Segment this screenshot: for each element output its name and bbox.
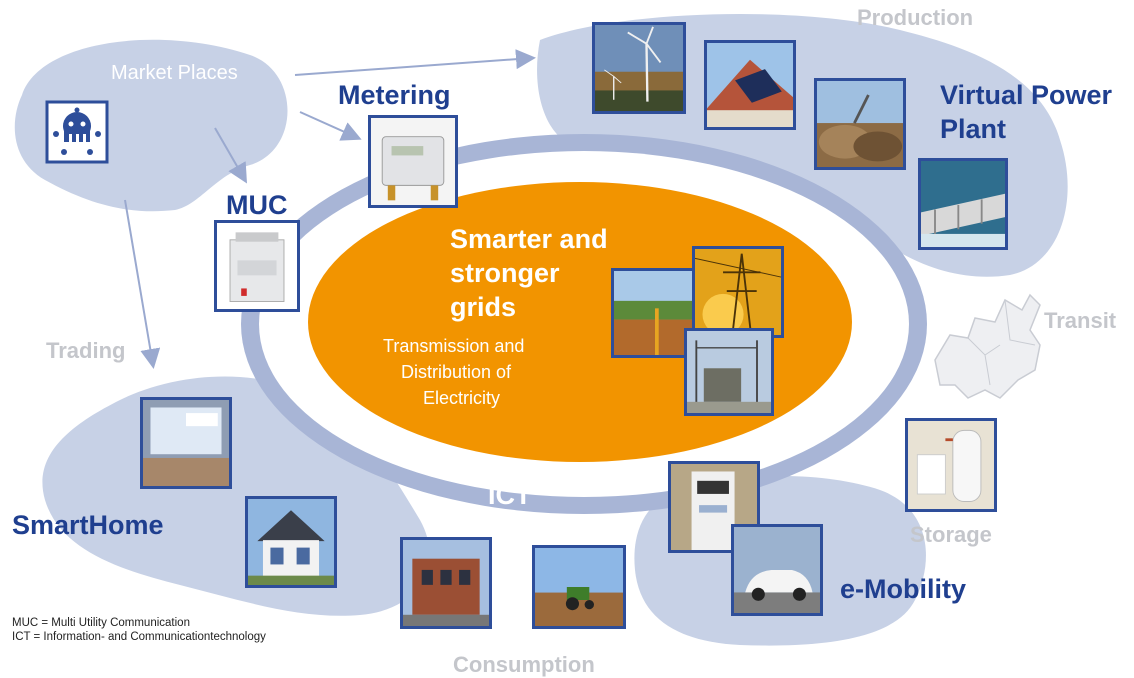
- arrow-to-muc: [214, 127, 247, 184]
- market-places-blob: [14, 39, 288, 212]
- muc-label: MUC: [226, 190, 288, 220]
- storage-label: Storage: [910, 522, 992, 547]
- center-title-1: Smarter and: [450, 224, 608, 254]
- europe-map-icon: [934, 293, 1041, 399]
- charging-station-image: [668, 461, 760, 553]
- center-sub-3: Electricity: [423, 388, 501, 408]
- electric-car-image: [731, 524, 823, 616]
- power-lines-image: [692, 246, 784, 338]
- arrow-to-production: [294, 49, 536, 76]
- center-sub-1: Transmission and: [383, 336, 525, 356]
- legend-ict: ICT = Information- and Communicationtech…: [12, 631, 266, 643]
- wind-turbine-image: [592, 22, 686, 114]
- ict-label: ICT: [488, 480, 532, 510]
- market-places-label: Market Places: [111, 62, 238, 84]
- center-sub-2: Distribution of: [401, 362, 512, 382]
- transit-label: Transit: [1044, 308, 1117, 333]
- metering-label: Metering: [338, 80, 451, 110]
- consumption-label: Consumption: [453, 652, 595, 677]
- solar-roof-image: [704, 40, 796, 130]
- tractor-field-image: [532, 545, 626, 629]
- legend-muc: MUC = Multi Utility Communication: [12, 617, 190, 629]
- emobility-label: e-Mobility: [840, 574, 966, 604]
- virtual-power-plant-label-2: Plant: [940, 114, 1007, 144]
- smarthome-label: SmartHome: [12, 510, 164, 540]
- legend: MUC = Multi Utility Communication ICT = …: [12, 616, 266, 644]
- storage-boiler-image: [905, 418, 997, 512]
- muc-device-image: [214, 220, 300, 312]
- production-label: Production: [857, 5, 974, 30]
- trading-label: Trading: [46, 338, 126, 363]
- house-image: [245, 496, 337, 588]
- arrow-to-metering: [299, 111, 362, 141]
- field-image: [611, 268, 699, 358]
- market-place-icon: [45, 100, 109, 164]
- hydro-dam-image: [918, 158, 1008, 250]
- biomass-image: [814, 78, 906, 170]
- smart-meter-image: [368, 115, 458, 208]
- trading-screen-image: [140, 397, 232, 489]
- center-title-2: stronger: [450, 258, 560, 288]
- office-building-image: [400, 537, 492, 629]
- arrow-to-trading: [124, 199, 161, 369]
- center-title-3: grids: [450, 292, 517, 322]
- virtual-power-plant-label-1: Virtual Power: [940, 80, 1113, 110]
- substation-image: [684, 328, 774, 416]
